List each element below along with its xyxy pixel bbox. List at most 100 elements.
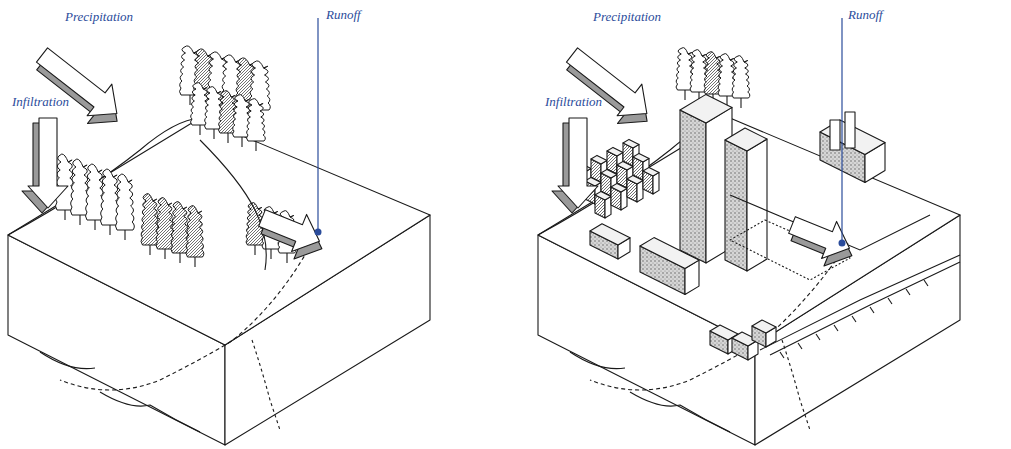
- tree-trunk: [213, 129, 214, 139]
- natural-landscape: [8, 18, 430, 445]
- tree-trunk: [227, 133, 228, 143]
- leader-line: [317, 18, 318, 232]
- low-building: [752, 320, 776, 347]
- road-tick: [816, 334, 820, 340]
- leader-dot: [315, 229, 322, 236]
- tree-trunk: [79, 215, 80, 225]
- building-roof: [601, 169, 617, 178]
- process-label: Runoff: [326, 8, 361, 21]
- tree-trunk: [64, 210, 65, 220]
- building-roof: [591, 155, 607, 164]
- arrow-face: [28, 118, 68, 208]
- tree-trunk: [149, 245, 150, 255]
- block-top: [8, 118, 430, 345]
- stratum-line: [630, 392, 730, 432]
- tower: [725, 128, 767, 271]
- tree-trunk: [241, 137, 242, 147]
- stream-line: [252, 340, 280, 430]
- road-tick: [798, 343, 802, 349]
- tree-trunk: [740, 98, 741, 108]
- building-face: [725, 140, 747, 271]
- infiltration-arrow: [22, 118, 68, 213]
- runoff-arrow: [782, 206, 861, 274]
- chimney: [845, 112, 855, 148]
- tree: [186, 206, 204, 267]
- house: [611, 183, 627, 210]
- infiltration-arrow: [552, 118, 598, 213]
- building-roof: [607, 147, 623, 156]
- building-roof: [633, 153, 649, 162]
- runoff-arrow: [252, 199, 331, 267]
- tree-trunk: [94, 220, 95, 230]
- tree-crown: [247, 99, 266, 141]
- process-label: Precipitation: [593, 10, 661, 23]
- tree: [732, 56, 750, 108]
- road-tick: [906, 289, 910, 295]
- leader-dot: [839, 240, 846, 247]
- tree-trunk: [254, 245, 255, 255]
- stratum-line: [100, 392, 200, 432]
- tree-trunk: [189, 95, 190, 105]
- building-roof: [611, 183, 627, 192]
- tree-trunk: [109, 225, 110, 235]
- building-roof: [627, 175, 643, 184]
- road-edge: [760, 255, 960, 350]
- tree-trunk: [684, 90, 685, 100]
- building-roof: [590, 224, 630, 245]
- leader-line: [841, 18, 842, 243]
- road-tick: [870, 307, 874, 313]
- stream-line: [782, 340, 810, 430]
- building-roof: [725, 128, 767, 151]
- process-label: Precipitation: [65, 10, 133, 23]
- process-label: Infiltration: [545, 95, 602, 108]
- tree-trunk: [194, 257, 195, 267]
- road-tick: [888, 298, 892, 304]
- stream-line: [60, 345, 225, 390]
- building-roof: [680, 94, 732, 123]
- tree-trunk: [255, 141, 256, 151]
- tree-trunk: [164, 249, 165, 259]
- building-side: [747, 139, 767, 271]
- arrow-face: [30, 39, 129, 129]
- tree: [116, 174, 135, 240]
- house: [643, 167, 659, 194]
- tree-trunk: [124, 230, 125, 240]
- building-roof: [623, 139, 639, 148]
- building-roof: [617, 161, 633, 170]
- tree-trunk: [270, 249, 271, 259]
- building-roof: [595, 191, 611, 200]
- low-building: [590, 224, 630, 259]
- block-top: [538, 118, 960, 345]
- road-edge: [770, 262, 960, 355]
- house: [595, 191, 611, 218]
- stream-line: [200, 140, 266, 270]
- road-tick: [780, 352, 784, 358]
- process-label: Infiltration: [12, 95, 69, 108]
- tree-trunk: [179, 253, 180, 263]
- tree-crown: [116, 174, 135, 230]
- road-tick: [924, 280, 928, 286]
- building-roof: [643, 167, 659, 176]
- process-label: Runoff: [848, 8, 883, 21]
- tree-trunk: [199, 125, 200, 135]
- arrow-face: [785, 206, 857, 266]
- stratum-line: [570, 352, 625, 369]
- tree-crown: [186, 206, 204, 257]
- stratum-line: [40, 352, 95, 369]
- building-roof: [752, 320, 776, 333]
- arrow-face: [255, 199, 327, 259]
- road-tick: [834, 325, 838, 331]
- tree-trunk: [286, 253, 287, 263]
- chimney: [830, 120, 840, 150]
- tree-crown: [732, 56, 750, 98]
- arrow-face: [558, 118, 598, 208]
- tree: [247, 99, 266, 151]
- tower: [680, 94, 732, 263]
- building-face: [680, 110, 706, 263]
- arrow-face: [560, 39, 659, 129]
- road-tick: [852, 316, 856, 322]
- house: [627, 175, 643, 202]
- urban-landscape: [538, 18, 960, 445]
